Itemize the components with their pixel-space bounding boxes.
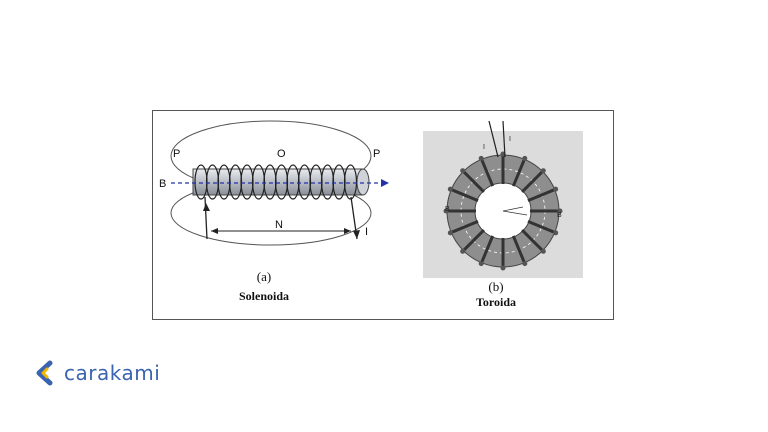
toroid-winding bbox=[521, 169, 545, 193]
label-p-right: P bbox=[373, 148, 380, 160]
core-end-cap bbox=[356, 168, 370, 196]
caption-a-letter: (a) bbox=[256, 269, 272, 284]
carakami-logo-icon bbox=[36, 360, 53, 386]
toroid-winding bbox=[461, 229, 485, 253]
toroid-winding-knot bbox=[460, 248, 466, 254]
caption-b-name: Toroida bbox=[475, 295, 517, 309]
toroid-winding-knot bbox=[553, 186, 559, 192]
toroid-winding-knot bbox=[478, 261, 484, 267]
toroid-winding-knot bbox=[478, 155, 484, 161]
caption-a-name: Solenoida bbox=[238, 289, 289, 303]
toroid-lead-right bbox=[502, 120, 506, 158]
right-lead-arrow bbox=[353, 230, 360, 239]
toroid-winding bbox=[479, 157, 495, 187]
toroid-winding-knot bbox=[500, 265, 506, 271]
toroid-label-i-right: I bbox=[509, 136, 511, 143]
axis-arrowhead bbox=[381, 179, 389, 187]
toroid-winding-knot bbox=[443, 208, 449, 214]
label-p-left: P bbox=[173, 148, 180, 160]
left-lead-arrow bbox=[203, 203, 210, 211]
toroid-winding-knot bbox=[557, 208, 563, 214]
toroid-winding bbox=[449, 187, 479, 203]
toroid-coil-turns bbox=[443, 151, 563, 271]
toroid-winding-knot bbox=[540, 168, 546, 174]
coil-turn bbox=[343, 164, 358, 200]
toroid-winding bbox=[479, 235, 495, 265]
toroid-label-i-left: I bbox=[483, 144, 485, 151]
toroid-winding-knot bbox=[522, 155, 528, 161]
dimension-arrow-left bbox=[211, 228, 218, 234]
toroid-winding-knot bbox=[460, 168, 466, 174]
toroid-winding-knot bbox=[447, 186, 453, 192]
left-lead bbox=[204, 196, 208, 240]
toroid-winding bbox=[511, 235, 527, 265]
toroid-winding bbox=[527, 187, 557, 203]
label-i: I bbox=[365, 226, 368, 238]
dimension-arrow-right bbox=[344, 228, 351, 234]
toroid-winding-knot bbox=[447, 230, 453, 236]
toroid-label-b-right: B bbox=[557, 212, 562, 219]
toroid-label-b-left: B bbox=[445, 206, 450, 213]
toroid-winding-knot bbox=[522, 261, 528, 267]
toroid-winding bbox=[449, 219, 479, 235]
toroid-lead-left bbox=[488, 120, 499, 158]
toroid-winding-knot bbox=[540, 248, 546, 254]
caption-b-letter: (b) bbox=[488, 279, 504, 294]
logo-text: carakami bbox=[64, 361, 161, 385]
toroid-winding bbox=[521, 229, 545, 253]
figure-panel: P O P B N I I I B B (a) Solenoida (b) To… bbox=[152, 110, 614, 320]
label-n: N bbox=[275, 219, 283, 231]
toroid-winding bbox=[511, 157, 527, 187]
radius-line bbox=[502, 206, 524, 212]
label-b: B bbox=[159, 178, 166, 190]
solenoid-diagram: P O P B N I I I B B bbox=[159, 120, 583, 278]
toroid-winding bbox=[461, 169, 485, 193]
label-o: O bbox=[277, 148, 286, 160]
toroid-winding-knot bbox=[553, 230, 559, 236]
toroid-winding bbox=[527, 219, 557, 235]
coil-turns bbox=[194, 164, 358, 200]
toroid-diagram: I I B B bbox=[423, 120, 583, 278]
carakami-logo[interactable]: carakami bbox=[34, 360, 160, 386]
radius-line-2 bbox=[502, 210, 528, 216]
